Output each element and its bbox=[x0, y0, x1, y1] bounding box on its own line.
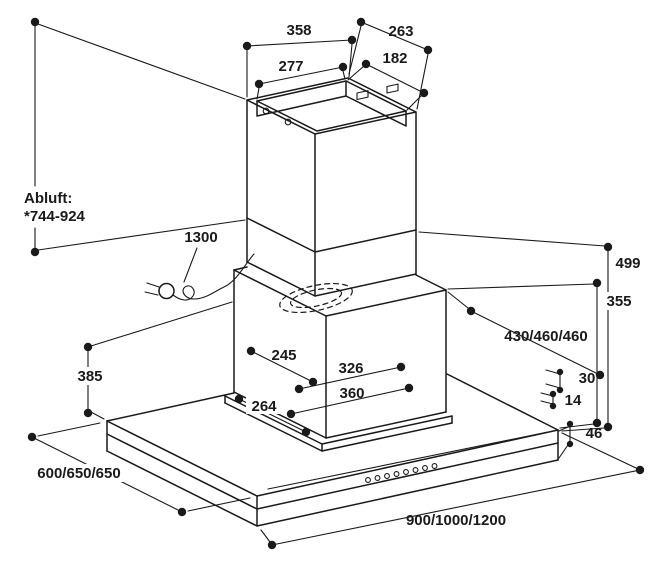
dim-label-277: 277 bbox=[278, 58, 303, 75]
dim-line-499 bbox=[418, 231, 609, 432]
dim-label-264: 264 bbox=[251, 398, 277, 415]
blower-top-back-edges bbox=[233, 266, 447, 291]
plate-bottom-edges bbox=[224, 402, 453, 452]
canopy-panel bbox=[106, 373, 559, 527]
dim-line-355 bbox=[447, 283, 598, 429]
dim-label-358: 358 bbox=[286, 22, 311, 39]
blower-vertical-edges bbox=[233, 269, 447, 439]
dim-line-385 bbox=[87, 301, 233, 420]
perforation-holes bbox=[365, 463, 438, 483]
screw-hole-icon bbox=[262, 107, 270, 115]
plate-vertical-edges bbox=[224, 395, 453, 452]
dim-line-263 bbox=[348, 21, 429, 110]
dim-line-326 bbox=[298, 366, 402, 390]
plug-prongs bbox=[144, 282, 160, 296]
exhaust-label-line1: Abluft: bbox=[24, 190, 72, 207]
dim-label-263: 263 bbox=[388, 23, 413, 40]
dim-line-900 bbox=[260, 432, 641, 546]
label-mask bbox=[72, 367, 108, 385]
dimension-lines bbox=[31, 21, 641, 546]
power-plug-icon bbox=[158, 282, 175, 300]
chimney-top-inner-rim bbox=[256, 80, 407, 132]
label-mask bbox=[246, 397, 282, 414]
canopy-bottom-edges bbox=[106, 450, 559, 527]
dim-label-600: 600/650/650 bbox=[37, 465, 120, 482]
chimney-telescopic-seam bbox=[246, 217, 417, 253]
dim-label-245: 245 bbox=[271, 347, 296, 364]
canopy-corner-edges bbox=[106, 420, 559, 527]
chimney-bottom-edges bbox=[246, 261, 417, 297]
screw-hole-icon bbox=[284, 118, 292, 126]
dim-label-430: 430/460/460 bbox=[504, 328, 587, 345]
blower-top-front-edges bbox=[233, 269, 447, 317]
dim-label-360: 360 bbox=[339, 385, 364, 402]
canopy-seam-edges bbox=[106, 433, 559, 510]
dim-line-46 bbox=[558, 423, 571, 459]
dim-label-1300: 1300 bbox=[184, 229, 217, 246]
power-cord-assembly bbox=[144, 253, 255, 301]
exhaust-label-line2: *744-924 bbox=[24, 208, 86, 225]
dim-line-245 bbox=[250, 350, 314, 383]
dim-line-430 bbox=[447, 291, 601, 376]
leader-line-1300 bbox=[183, 247, 198, 283]
label-mask bbox=[28, 464, 130, 482]
dim-label-182: 182 bbox=[382, 50, 407, 67]
dim-line-182 bbox=[347, 63, 425, 111]
dim-label-326: 326 bbox=[338, 360, 363, 377]
dim-label-385: 385 bbox=[77, 368, 102, 385]
dim-label-30: 30 bbox=[579, 370, 596, 387]
dim-label-14: 14 bbox=[565, 392, 582, 409]
power-cord bbox=[172, 253, 255, 301]
canopy-back-edges bbox=[106, 373, 559, 431]
mounting-slot-icon bbox=[386, 83, 399, 94]
chimney-top-outer-rim bbox=[246, 77, 417, 135]
dim-label-499: 499 bbox=[615, 255, 640, 272]
mounting-slot-icon bbox=[356, 90, 369, 101]
chimney-vertical-edges bbox=[246, 99, 417, 297]
label-mask bbox=[602, 292, 636, 310]
dim-line-360 bbox=[290, 387, 410, 415]
canopy-top-seam-line bbox=[267, 431, 549, 490]
chimney-duct bbox=[246, 77, 417, 297]
chimney-inner-walls bbox=[256, 80, 407, 127]
dim-label-900: 900/1000/1200 bbox=[406, 512, 506, 529]
dim-label-355: 355 bbox=[606, 293, 631, 310]
dim-line-abluft bbox=[34, 23, 246, 251]
dimension-endpoint-dots bbox=[27, 17, 645, 550]
dimension-labels: 358 263 277 182 Abluft: *744-924 1300 49… bbox=[24, 22, 645, 529]
label-mask bbox=[611, 254, 645, 272]
dim-line-277 bbox=[256, 66, 346, 100]
dim-label-46: 46 bbox=[586, 425, 603, 442]
blower-outlet-inner-dashed-circle bbox=[289, 287, 343, 309]
blower-outlet-dashed-circle bbox=[279, 282, 353, 314]
